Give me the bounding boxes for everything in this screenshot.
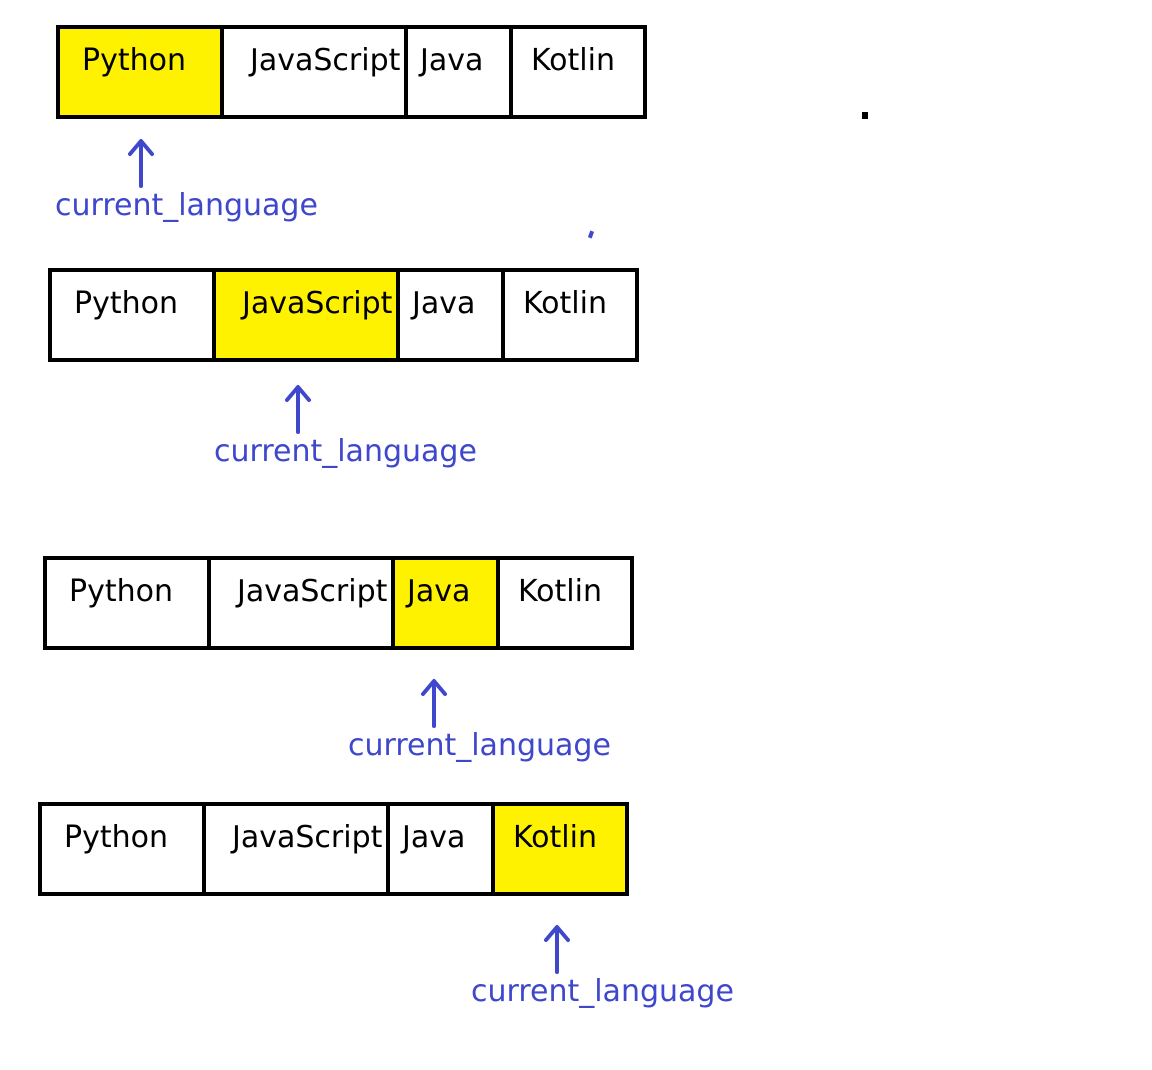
array-cell-kotlin: Kotlin	[513, 29, 643, 115]
array-cell-javascript: JavaScript	[211, 560, 395, 646]
stray-blue-mark	[587, 230, 595, 239]
array-cell-java: Java	[408, 29, 513, 115]
array-cell-java: Java	[400, 272, 505, 358]
current-language-label: current_language	[55, 188, 318, 223]
array-cell-kotlin: Kotlin	[500, 560, 630, 646]
array-cell-python: Python	[52, 272, 216, 358]
language-array-row-1: Python JavaScript Java Kotlin	[56, 25, 647, 119]
language-array-row-3: Python JavaScript Java Kotlin	[43, 556, 634, 650]
array-cell-python: Python	[42, 806, 206, 892]
array-cell-kotlin: Kotlin	[495, 806, 625, 892]
current-language-label: current_language	[348, 728, 611, 763]
current-language-label: current_language	[471, 974, 734, 1009]
array-cell-java: Java	[390, 806, 495, 892]
array-cell-javascript: JavaScript	[224, 29, 408, 115]
array-cell-kotlin: Kotlin	[505, 272, 635, 358]
stray-dot-mark	[862, 112, 868, 119]
up-arrow-icon	[285, 385, 311, 434]
up-arrow-icon	[544, 925, 570, 974]
array-cell-javascript: JavaScript	[216, 272, 400, 358]
language-array-row-4: Python JavaScript Java Kotlin	[38, 802, 629, 896]
array-cell-python: Python	[60, 29, 224, 115]
current-language-label: current_language	[214, 434, 477, 469]
array-cell-java: Java	[395, 560, 500, 646]
up-arrow-icon	[128, 139, 154, 188]
array-cell-python: Python	[47, 560, 211, 646]
up-arrow-icon	[421, 679, 447, 728]
language-array-row-2: Python JavaScript Java Kotlin	[48, 268, 639, 362]
array-cell-javascript: JavaScript	[206, 806, 390, 892]
